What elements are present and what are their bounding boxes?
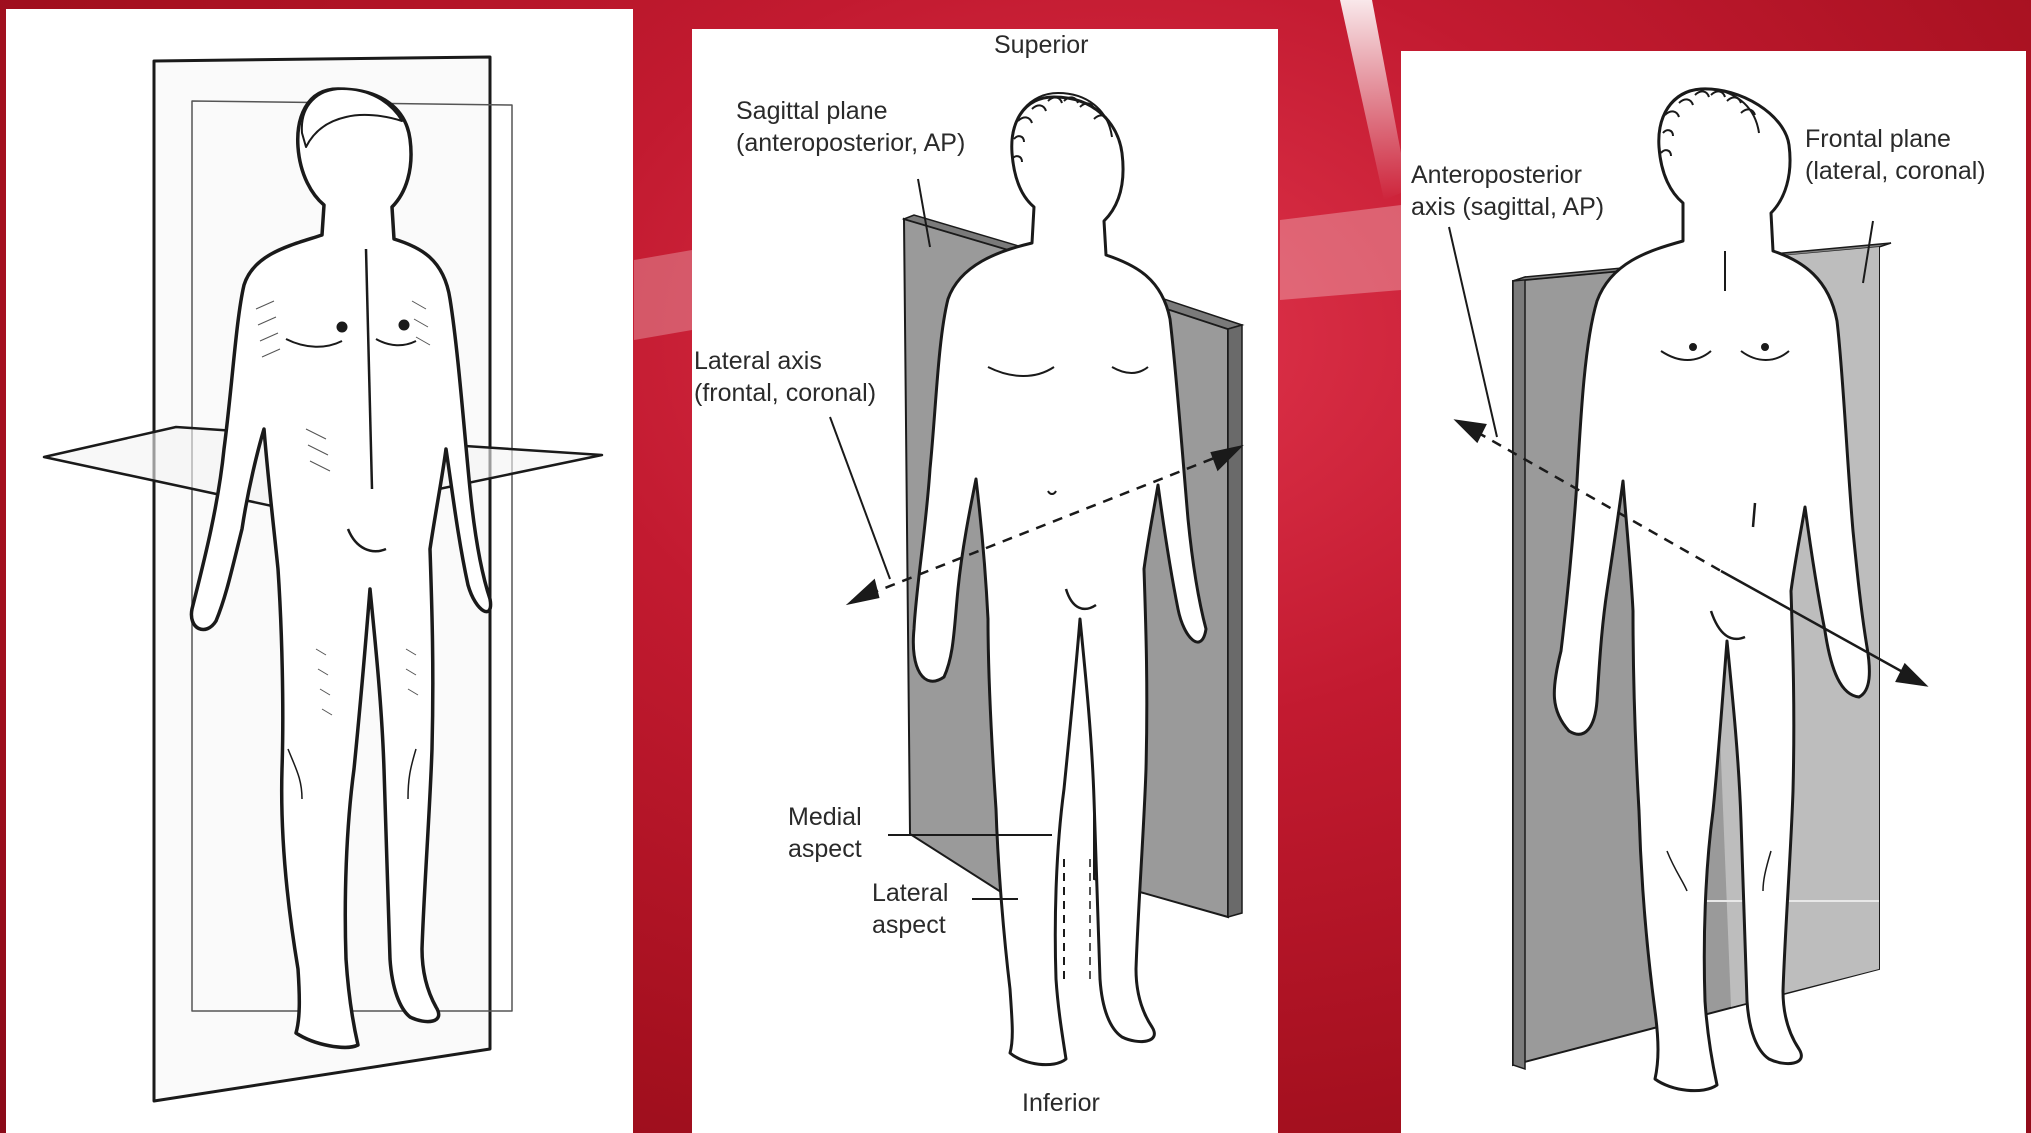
sagittal-plane-label: Sagittal plane (anteroposterior, AP) (736, 95, 965, 159)
lateral-aspect-label: Lateral aspect (872, 877, 948, 941)
three-planes-figure-illustration (6, 9, 633, 1133)
inferior-label: Inferior (1022, 1087, 1100, 1119)
frontal-plane-panel: Anteroposterior axis (sagittal, AP) Fron… (1401, 51, 2026, 1133)
lateral-axis-label: Lateral axis (frontal, coronal) (694, 345, 876, 409)
anteroposterior-axis-label: Anteroposterior axis (sagittal, AP) (1411, 159, 1604, 223)
superior-label: Superior (994, 29, 1089, 61)
frontal-plane-label: Frontal plane (lateral, coronal) (1805, 123, 1986, 187)
medial-aspect-label: Medial aspect (788, 801, 862, 865)
planes-overview-panel (6, 9, 633, 1133)
sagittal-plane-figure-illustration (692, 29, 1278, 1133)
sagittal-plane-panel: Superior Sagittal plane (anteroposterior… (692, 29, 1278, 1133)
